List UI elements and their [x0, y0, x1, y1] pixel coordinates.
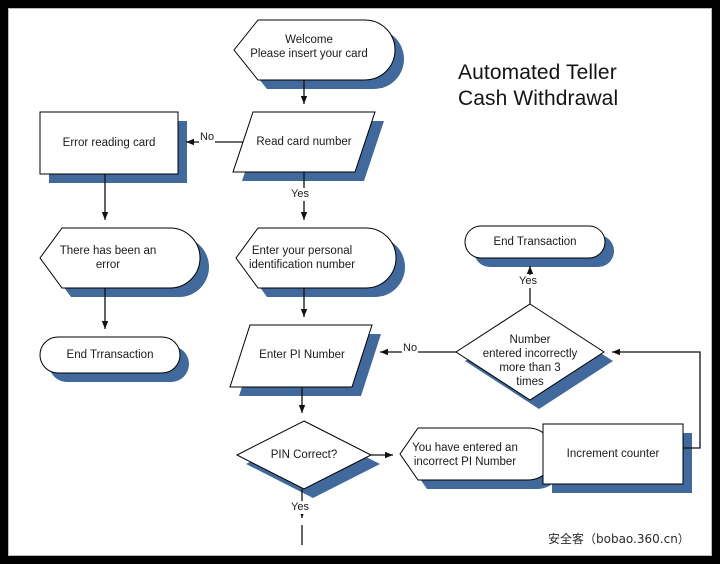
node-number-entered-incorrectly-more-than-3-times[interactable]	[455, 303, 605, 401]
edge-label-yes-end-transaction: Yes	[518, 275, 538, 288]
node-read-card-number[interactable]	[232, 111, 376, 173]
edge-label-yes-pin-correct: Yes	[290, 501, 310, 514]
watermark: 安全客（bobao.360.cn）	[548, 532, 690, 546]
node-error-reading-card[interactable]	[39, 111, 179, 175]
node-welcome[interactable]	[233, 19, 396, 81]
edge-label-yes-read-card: Yes	[290, 188, 310, 201]
edge-label-no-number-entered: No	[402, 342, 419, 355]
node-you-have-entered-an-incorrect-pi-number[interactable]	[399, 427, 555, 481]
node-increment-counter[interactable]	[542, 423, 684, 485]
node-end-transaction[interactable]	[464, 225, 606, 259]
node-enter-pi-number[interactable]	[229, 324, 373, 388]
node-there-has-been-an-error[interactable]	[39, 227, 201, 289]
diagram-title: Automated Teller Cash Withdrawal	[458, 61, 619, 110]
edge-label-no-read-card: No	[199, 131, 216, 144]
node-pin-correct[interactable]	[235, 420, 373, 490]
node-end-trransaction[interactable]	[39, 336, 181, 374]
node-enter-your-personal-identification-number[interactable]	[235, 227, 397, 289]
connector-increment-to-number-decision	[612, 348, 701, 449]
shapes	[39, 19, 684, 490]
